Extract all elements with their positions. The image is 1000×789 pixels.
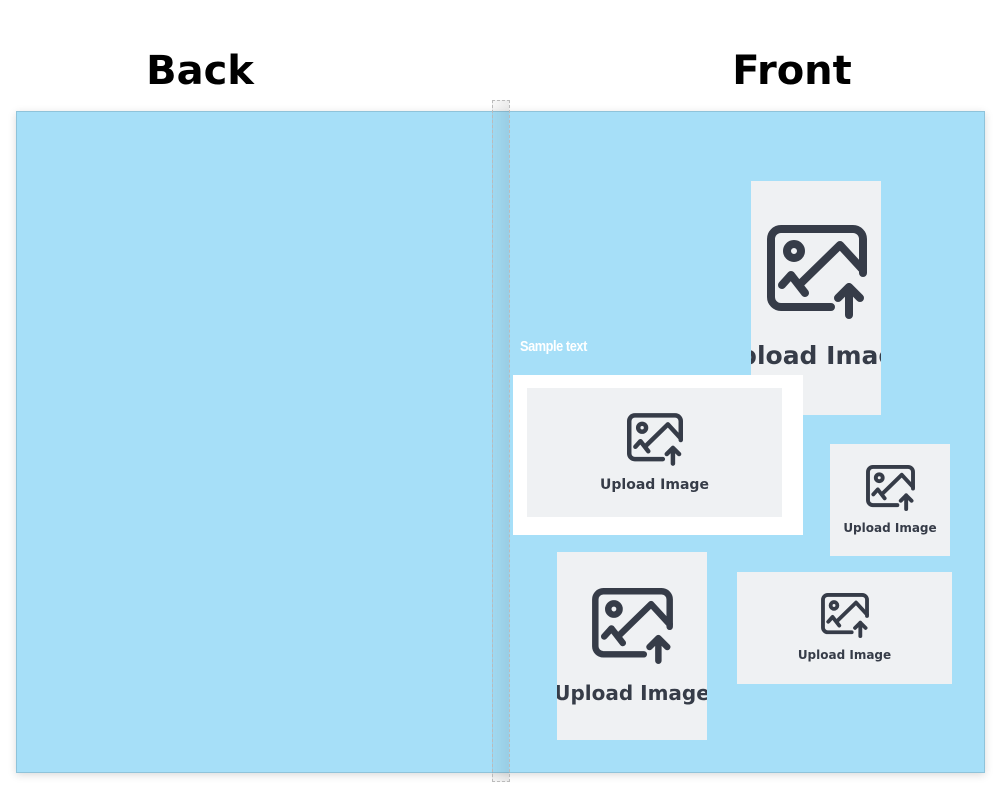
image-upload-icon [866,465,915,511]
front-title: Front [732,48,852,94]
spine[interactable] [492,100,510,782]
upload-label: Upload Image [843,521,937,535]
back-title: Back [146,48,254,94]
image-placeholder-3[interactable]: Upload Image [830,444,950,556]
upload-label: Upload Image [751,341,881,370]
sample-text[interactable]: Sample text [520,338,587,355]
image-placeholder-4[interactable]: Upload Image [557,552,707,740]
image-upload-icon [821,593,869,638]
image-placeholder-2[interactable]: Upload Image [527,388,782,517]
image-placeholder-5[interactable]: Upload Image [737,572,952,684]
image-upload-icon [767,225,867,319]
upload-label: Upload Image [557,681,707,705]
image-upload-icon [592,588,673,664]
image-upload-icon [627,413,683,466]
upload-label: Upload Image [600,477,709,493]
upload-label: Upload Image [797,648,892,662]
